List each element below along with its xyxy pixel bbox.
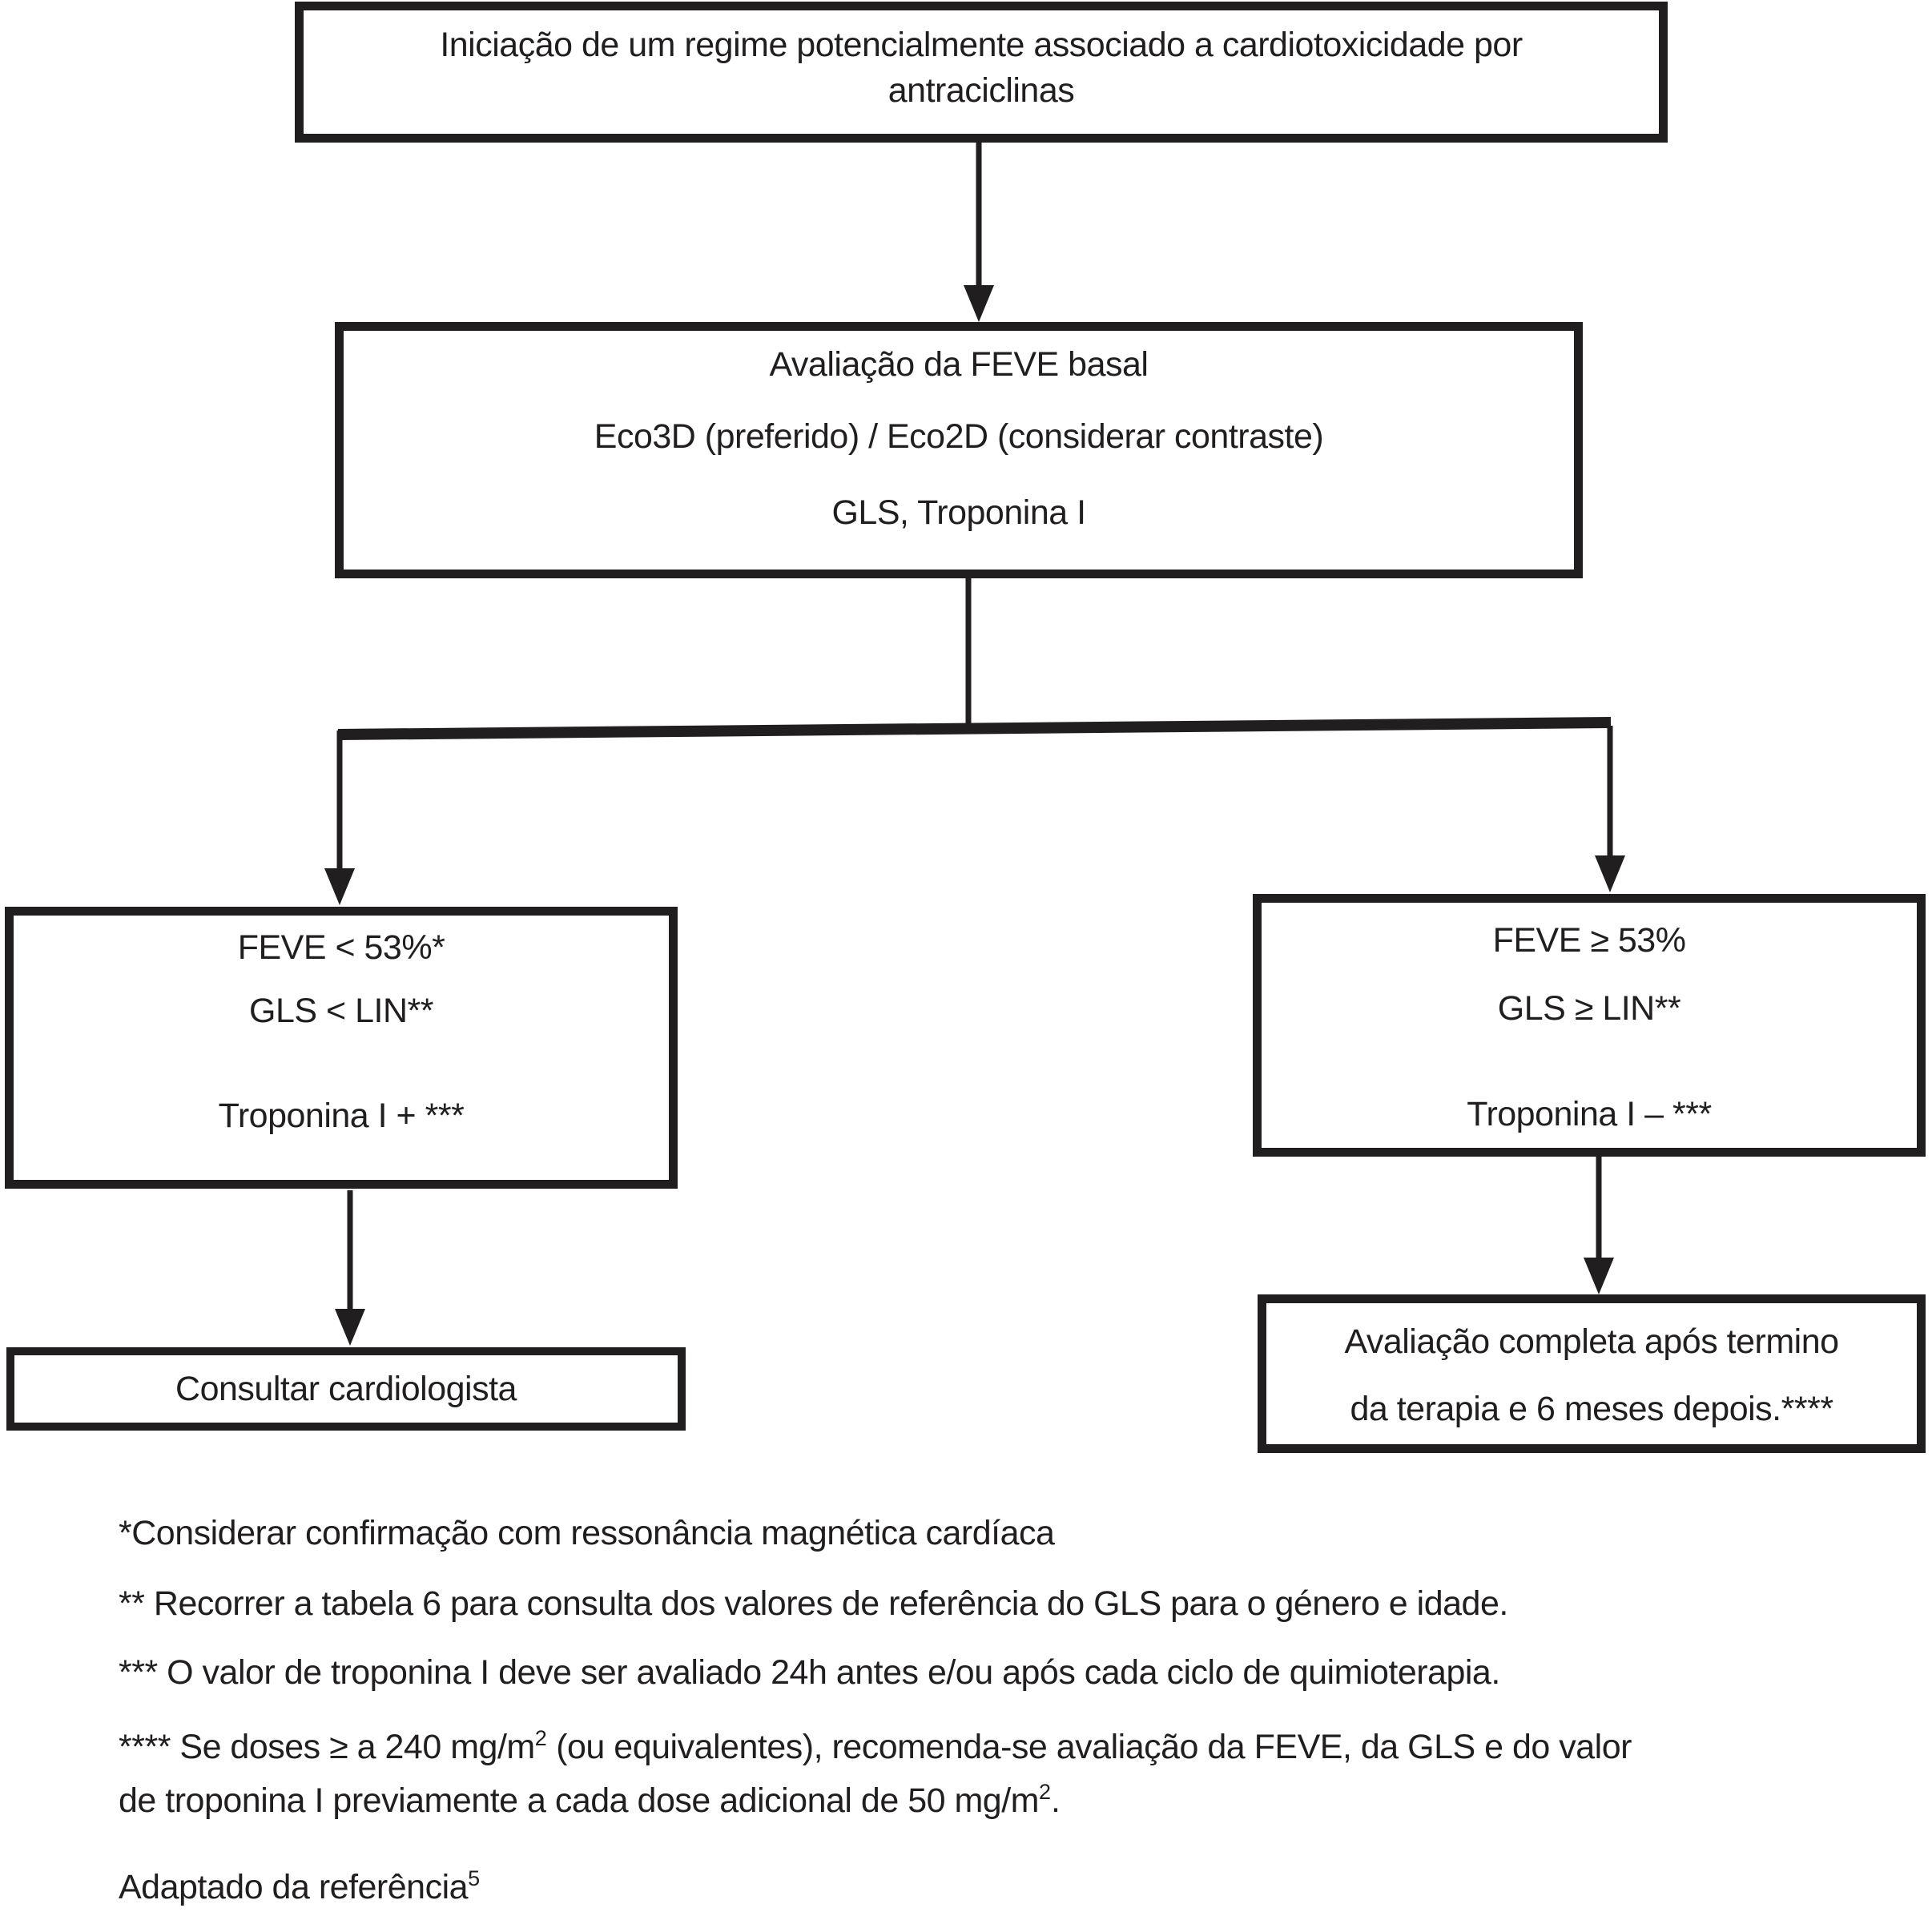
node-normal-line1: FEVE ≥ 53% <box>1492 921 1686 960</box>
footnote-4-seg4: . <box>1051 1781 1061 1820</box>
arrowhead-normal-to-followup <box>1584 1258 1614 1294</box>
node-baseline-line2: Eco3D (preferido) / Eco2D (considerar co… <box>594 417 1324 456</box>
node-followup-line2: da terapia e 6 meses depois.**** <box>1350 1390 1833 1428</box>
credit-line: Adaptado da referência5 <box>119 1865 480 1910</box>
node-normal-line2: GLS ≥ LIN** <box>1497 989 1681 1028</box>
node-consult-label: Consultar cardiologista <box>175 1370 517 1408</box>
arrowhead-branch-right <box>1595 855 1625 892</box>
node-followup-evaluation: Avaliação completa após termino da terap… <box>1258 1294 1926 1453</box>
node-abnormal-result: FEVE < 53%* GLS < LIN** Troponina I + **… <box>5 907 678 1189</box>
node-baseline-assessment: Avaliação da FEVE basal Eco3D (preferido… <box>335 322 1583 578</box>
footnote-4-seg1: **** Se doses ≥ a 240 mg/m <box>119 1728 535 1766</box>
node-abnormal-line2: GLS < LIN** <box>249 992 433 1030</box>
credit-text: Adaptado da referência <box>119 1868 469 1906</box>
node-start: Iniciação de um regime potencialmente as… <box>295 2 1668 143</box>
footnote-4: **** Se doses ≥ a 240 mg/m2 (ou equivale… <box>119 1721 1932 1828</box>
node-abnormal-line1: FEVE < 53%* <box>237 928 445 967</box>
footnote-4-seg3: de troponina I previamente a cada dose a… <box>119 1781 1039 1820</box>
node-start-line2: antraciclinas <box>888 71 1075 110</box>
node-start-line1: Iniciação de um regime potencialmente as… <box>440 26 1523 64</box>
footnote-4-line1: **** Se doses ≥ a 240 mg/m2 (ou equivale… <box>119 1721 1932 1774</box>
footnote-3: *** O valor de troponina I deve ser aval… <box>119 1653 1500 1692</box>
credit-superscript: 5 <box>468 1866 481 1890</box>
node-abnormal-line3: Troponina I + *** <box>218 1097 465 1135</box>
footnote-4-seg2: (ou equivalentes), recomenda-se avaliaçã… <box>546 1728 1632 1766</box>
connector-branch-bar <box>337 717 1612 740</box>
node-normal-line3: Troponina I – *** <box>1467 1095 1712 1133</box>
node-baseline-line1: Avaliação da FEVE basal <box>769 345 1149 384</box>
footnote-1: *Considerar confirmação com ressonância … <box>119 1514 1055 1552</box>
node-followup-line1: Avaliação completa após termino <box>1344 1322 1839 1361</box>
footnote-2: ** Recorrer a tabela 6 para consulta dos… <box>119 1584 1508 1623</box>
arrowhead-branch-left <box>324 868 355 905</box>
node-normal-result: FEVE ≥ 53% GLS ≥ LIN** Troponina I – *** <box>1253 894 1926 1157</box>
arrowhead-start-to-baseline <box>964 285 994 322</box>
footnote-4-superscript-1: 2 <box>534 1726 547 1750</box>
footnote-4-superscript-2: 2 <box>1038 1780 1051 1804</box>
arrowhead-abnormal-to-consult <box>335 1309 365 1346</box>
footnote-4-line2: de troponina I previamente a cada dose a… <box>119 1774 1932 1828</box>
node-consult-cardiologist: Consultar cardiologista <box>6 1347 686 1431</box>
node-baseline-line3: GLS, Troponina I <box>831 493 1086 532</box>
